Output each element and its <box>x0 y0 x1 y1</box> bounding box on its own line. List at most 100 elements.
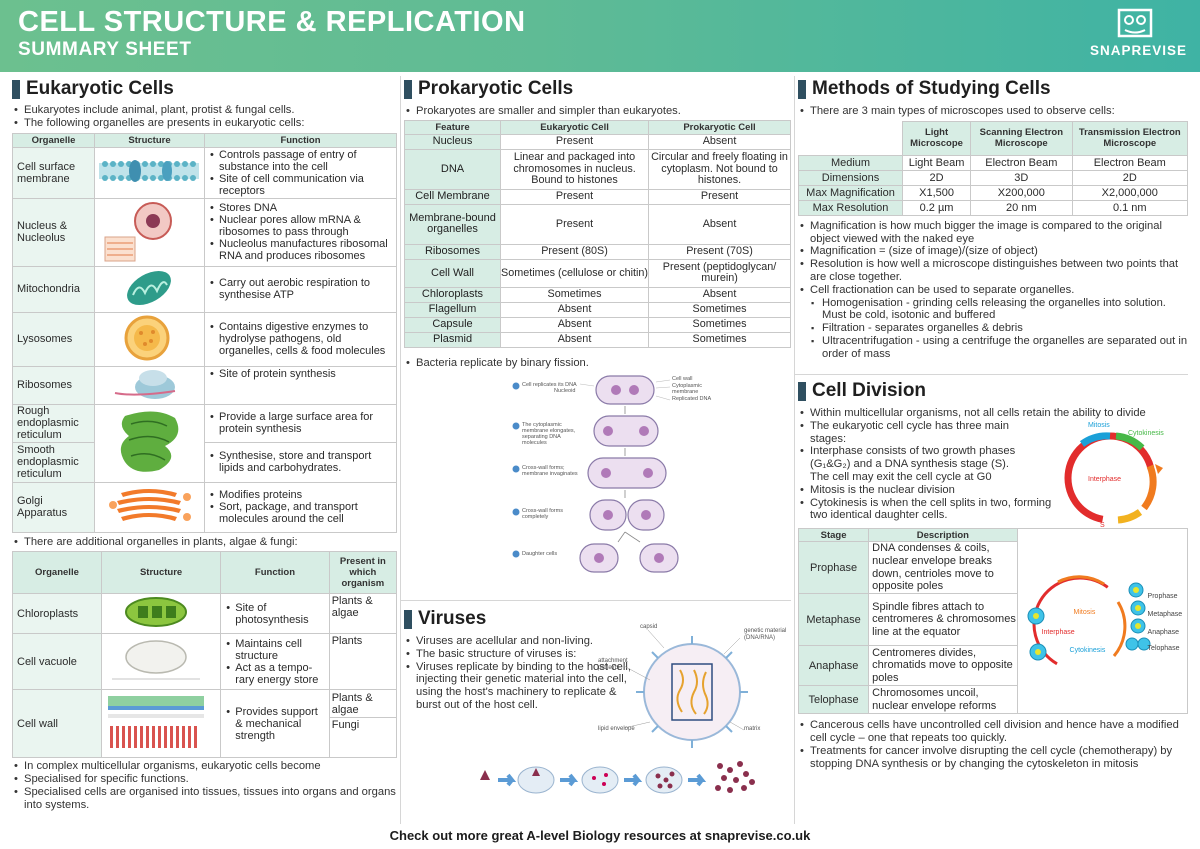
page-header: CELL STRUCTURE & REPLICATION SUMMARY SHE… <box>0 0 1200 72</box>
function-item: Nuclear pores allow mRNA & ribosomes to … <box>207 214 394 238</box>
list-item: Cancerous cells have uncontrolled cell d… <box>798 719 1188 745</box>
table-row: Golgi Apparatus Modifies proteinsSort, p… <box>12 481 397 533</box>
function-cell: Synthesise, store and transport lipids a… <box>204 441 397 483</box>
table-cell: 2D <box>1071 169 1189 186</box>
present-cell: Plants & algae <box>328 593 398 635</box>
organelle-name: Cell vacuole <box>12 633 102 691</box>
footer-link[interactable]: Check out more great A-level Biology res… <box>389 828 811 843</box>
table-header: Feature <box>404 119 501 135</box>
cell-cycle-diagram: Mitosis Cytokinesis Interphase S <box>1046 418 1188 530</box>
table-header: Function <box>220 551 330 595</box>
function-item: Synthesise, store and transport lipids a… <box>207 450 394 474</box>
section-title-text: Viruses <box>418 608 487 629</box>
organelle-name: Smooth endoplasmic reticulum <box>12 441 95 483</box>
column-divider <box>794 76 795 824</box>
snaprevise-logo[interactable]: SNAPREVISE <box>1090 8 1186 64</box>
intro-list: Eukaryotes include animal, plant, protis… <box>12 104 397 130</box>
page-subtitle: SUMMARY SHEET <box>18 39 192 60</box>
table-row: Mitochondria Carry out aerobic respirati… <box>12 265 397 313</box>
table-row: Nucleus & Nucleolus Stores DNANuclear po… <box>12 197 397 267</box>
list-item: Interphase consists of two growth phases… <box>798 445 1023 483</box>
list-item: Treatments for cancer involve disrupting… <box>798 745 1188 771</box>
function-cell: Controls passage of entry of substance i… <box>204 146 397 199</box>
cycle-label: Cytokinesis <box>1128 430 1164 437</box>
virus-label: genetic material (DNA/RNA) <box>744 628 787 641</box>
outro-list: In complex multicellular organisms, euka… <box>12 760 397 811</box>
feature-cell: Plasmid <box>404 331 501 348</box>
table-row: Cell wall Provides support & mechanical … <box>12 689 398 759</box>
table-header: Prokaryotic Cell <box>648 119 791 135</box>
table-cell: Absent <box>499 301 650 318</box>
viruses-section: Viruses Viruses are acellular and non-li… <box>400 600 791 794</box>
page-title: CELL STRUCTURE & REPLICATION <box>18 6 526 38</box>
organelle-name: Chloroplasts <box>12 593 102 635</box>
function-item: Provides support & mechanical strength <box>223 706 326 742</box>
list-item: Specialised cells are organised into tis… <box>12 786 397 812</box>
present-cell: Plants & algae <box>328 689 398 719</box>
fission-side-label: Replicated DNA <box>672 395 712 402</box>
additional-intro: There are additional organelles in plant… <box>12 536 397 549</box>
list-item: The eukaryotic cell cycle has three main… <box>798 420 1023 446</box>
lysosome-image <box>94 311 205 367</box>
section-title: Cell Division <box>798 378 1188 404</box>
fission-step-label: Daughter cells <box>522 550 558 557</box>
organelle-name: Golgi Apparatus <box>12 481 95 533</box>
function-cell: Maintains cell structureAct as a tempo-r… <box>220 633 330 691</box>
function-item: Maintains cell structure <box>223 638 326 662</box>
table-cell: Present <box>499 133 650 150</box>
organelle-name: Ribosomes <box>12 365 95 405</box>
list-item: There are additional organelles in plant… <box>12 536 397 549</box>
mini-cycle-label: Mitosis <box>1073 609 1096 617</box>
table-cell: Sometimes (cellulose or chitin) <box>499 258 650 288</box>
feature-cell: DNA <box>404 148 501 190</box>
feature-cell: Flagellum <box>404 301 501 318</box>
column-divider <box>400 76 401 824</box>
stage-description: Spindle fibres attach to centromeres & c… <box>868 593 1018 647</box>
function-cell: Provides support & mechanical strength <box>220 689 330 759</box>
list-item: Viruses are acellular and non-living. <box>404 635 604 648</box>
function-item: Modifies proteins <box>207 489 394 501</box>
function-cell: Carry out aerobic respiration to synthes… <box>204 265 397 313</box>
table-cell: Present (peptidoglycan/ murein) <box>648 258 791 288</box>
table-cell: Absent <box>648 203 791 245</box>
function-cell: Modifies proteinsSort, package, and tran… <box>204 481 397 533</box>
table-cell: 2D <box>901 169 972 186</box>
table-cell: Present <box>648 188 791 205</box>
table-cell: 0.1 nm <box>1071 199 1189 216</box>
virus-label: capsid <box>640 624 658 630</box>
list-item: Cell fractionation can be used to separa… <box>798 284 1188 297</box>
list-item: Resolution is how well a microscope dist… <box>798 258 1188 284</box>
organelle-table: Organelle Structure Function Cell surfac… <box>12 132 397 533</box>
fission-step-label: Cell replicates its DNA <box>522 381 577 388</box>
mini-cycle-label: Telophase <box>1147 645 1180 653</box>
prokaryotic-section: Prokaryotic Cells Prokaryotes are smalle… <box>400 76 791 794</box>
membrane-image <box>94 146 205 199</box>
section-title-text: Methods of Studying Cells <box>812 78 1051 99</box>
ribosome-image <box>94 365 205 405</box>
organelle-name: Nucleus & Nucleolus <box>12 197 95 267</box>
fission-step-label: Cross-wall forms; membrane invaginates <box>522 464 578 477</box>
table-header: Scanning Electron Microscope <box>970 120 1073 156</box>
present-cell: Fungi <box>328 717 398 759</box>
list-item: Filtration - separates organelles & debr… <box>798 322 1188 335</box>
golgi-image <box>94 481 205 533</box>
stage-name: Metaphase <box>797 593 870 647</box>
organelle-name: Cell wall <box>12 689 102 759</box>
table-row: Smooth endoplasmic reticulum Synthesise,… <box>12 441 397 483</box>
table-row: Lysosomes Contains digestive enzymes to … <box>12 311 397 367</box>
vacuole-image <box>100 633 222 691</box>
virus-label: attachment proteins <box>598 658 628 671</box>
list-item: Bacteria replicate by binary fission. <box>404 357 791 370</box>
list-item: The following organelles are presents in… <box>12 117 397 130</box>
division-list: Within multicellular organisms, not all … <box>798 407 1188 522</box>
fission-step-label: Cross-wall forms completely <box>522 507 563 520</box>
function-item: Nucleolus manufactures ribosomal RNA and… <box>207 238 394 262</box>
mitochondria-image <box>94 265 205 313</box>
feature-cell: Cell Membrane <box>404 188 501 205</box>
binary-fission-diagram: Cell replicates its DNA The cytoplasmic … <box>404 374 791 579</box>
mini-cycle-label: Cytokinesis <box>1069 647 1106 655</box>
